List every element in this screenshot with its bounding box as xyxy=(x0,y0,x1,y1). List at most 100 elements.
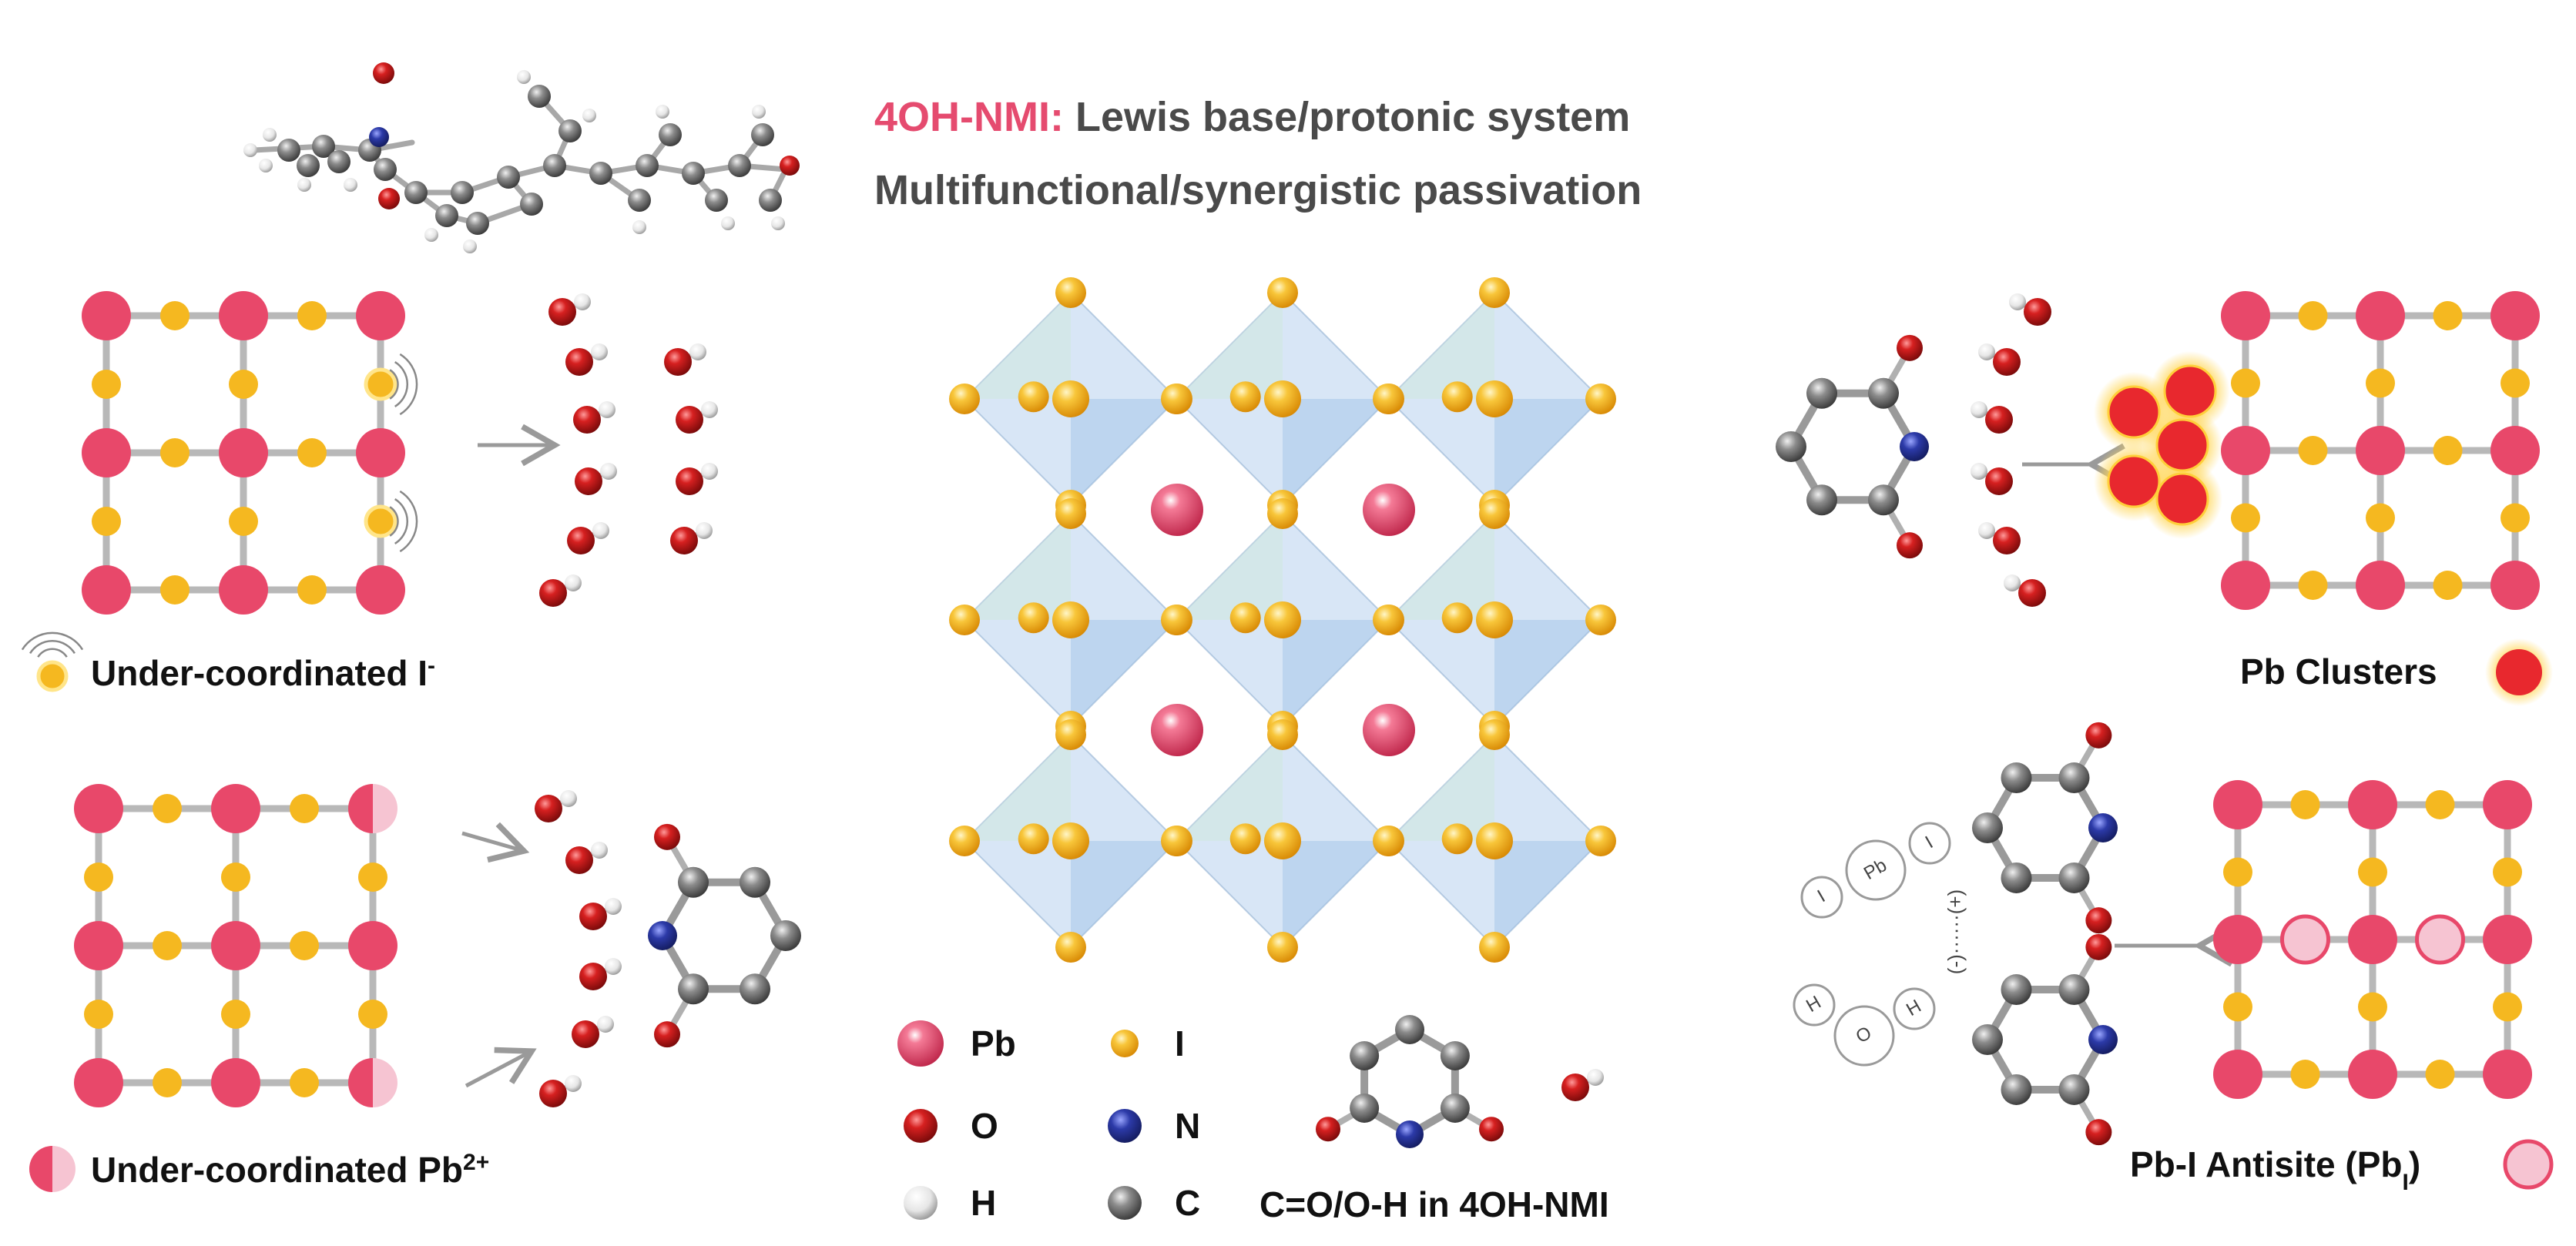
label-under-coordinated-pb: Under-coordinated Pb2+ xyxy=(91,1150,489,1191)
hydrogen-atom xyxy=(565,1075,582,1092)
arrow-lower-left xyxy=(465,1047,537,1088)
iodide-site xyxy=(153,1068,182,1097)
legend-label-i: I xyxy=(1175,1023,1185,1063)
pb-site xyxy=(2213,780,2262,829)
carbon-atom xyxy=(759,189,782,212)
iodide-icon xyxy=(36,660,69,692)
hydrogen-atom xyxy=(597,1016,614,1033)
iodide-atom xyxy=(1585,384,1616,414)
pb-site xyxy=(2221,561,2270,610)
carbon-atom xyxy=(1440,1041,1470,1070)
iodide-site xyxy=(2493,857,2522,887)
carbon-atom xyxy=(770,920,801,951)
antisite-defect xyxy=(2280,914,2330,965)
perovskite-lattice xyxy=(949,277,1616,963)
carbon-atom xyxy=(1868,484,1899,516)
oxygen-atom xyxy=(579,963,607,990)
octahedron-face xyxy=(1494,399,1601,505)
pb-site xyxy=(356,428,405,477)
carbon-atom xyxy=(451,181,474,204)
oxygen-atom xyxy=(664,348,692,376)
label-pb-i-antisite-text: Pb-I Antisite (Pb xyxy=(2130,1144,2403,1184)
oxygen-atom xyxy=(567,527,595,554)
hydroxyl-groups-bottom-left xyxy=(535,790,622,1107)
pb-site xyxy=(211,1058,260,1107)
iodide-atom xyxy=(1229,823,1261,855)
carbon-atom xyxy=(728,154,751,177)
carbon-atom xyxy=(1806,484,1837,516)
oxygen-atom xyxy=(1985,467,2013,495)
pb-cluster-group xyxy=(2094,351,2230,539)
iodide-atom xyxy=(1441,602,1473,634)
iodide-atom xyxy=(1161,384,1192,414)
carbonyl-oxygen xyxy=(2085,907,2112,934)
pb-site xyxy=(2490,426,2540,475)
iodide-site xyxy=(221,862,250,892)
octahedron-face xyxy=(1071,399,1177,505)
iodide-site xyxy=(84,1000,113,1029)
octahedron-center xyxy=(1476,601,1513,638)
hydrogen-atom xyxy=(701,463,718,480)
nitrogen-atom xyxy=(1900,432,1929,461)
octahedron-center xyxy=(1476,380,1513,417)
pb-site xyxy=(2356,561,2405,610)
octahedron-face xyxy=(1071,841,1177,947)
header-title: 4OH-NMI: Lewis base/protonic system xyxy=(874,94,1630,140)
carbonyl-oxygen xyxy=(1897,334,1923,361)
carbon-atom xyxy=(1350,1094,1380,1123)
oxygen-atom xyxy=(373,62,394,84)
carbon-atom xyxy=(374,158,397,181)
iodide-atom xyxy=(1267,932,1298,963)
nmi-ring-top-right xyxy=(1776,334,1929,559)
iodide-atom xyxy=(949,605,980,635)
hydrogen-atom xyxy=(600,463,617,480)
iodide-site xyxy=(221,1000,250,1029)
octahedron-face xyxy=(1176,293,1283,399)
carbonyl-oxygen xyxy=(2085,933,2112,960)
legend-molecule-caption: C=O/O-H in 4OH-NMI xyxy=(1259,1184,1609,1224)
iodide-atom xyxy=(1267,277,1298,308)
iodide-site xyxy=(229,507,258,536)
label-under-coordinated-iodide-text: Under-coordinated I xyxy=(91,653,428,693)
oxygen-atom xyxy=(539,579,567,607)
nitrogen-atom xyxy=(369,127,389,147)
carbon-atom xyxy=(2058,974,2090,1006)
pb-site xyxy=(219,291,268,340)
octahedron-face xyxy=(1388,293,1494,399)
oxygen-atom xyxy=(1993,348,2021,376)
nitrogen-atom xyxy=(2088,813,2118,842)
label-under-coordinated-iodide-sup: - xyxy=(428,653,435,678)
hydrogen-atom xyxy=(463,239,477,253)
carbon-atom xyxy=(1350,1041,1380,1070)
legend-swatch-pb xyxy=(897,1020,944,1067)
pb-cluster-legend-icon xyxy=(2485,638,2553,706)
iodide-site xyxy=(2290,1060,2320,1089)
iodide-atom xyxy=(1055,719,1086,750)
hydrogen-atom xyxy=(574,293,591,310)
iodide-site xyxy=(2433,301,2463,330)
hydrogen-atom xyxy=(263,128,277,142)
iodide-site xyxy=(153,794,182,823)
iodide-site xyxy=(297,575,327,605)
carbon-atom xyxy=(740,866,770,898)
hydrogen-atom xyxy=(656,105,669,119)
octahedron-center xyxy=(1052,822,1089,859)
octahedron-face xyxy=(1388,514,1494,620)
dangling-bond-arc xyxy=(37,648,68,658)
pb-site xyxy=(2221,426,2270,475)
pb-site xyxy=(74,1058,123,1107)
iodide-atom xyxy=(1018,602,1049,634)
iodide-atom xyxy=(1267,498,1298,529)
iodide-atom xyxy=(1441,381,1473,413)
carbon-atom xyxy=(678,973,709,1005)
legend-label-pb: Pb xyxy=(971,1023,1016,1063)
dangling-bond-arc xyxy=(394,498,408,544)
iodide-site xyxy=(2298,571,2328,600)
hydrogen-atom xyxy=(696,522,713,539)
carbon-atom xyxy=(636,154,659,177)
octahedron-face xyxy=(1494,841,1601,947)
iodide-site xyxy=(153,931,182,960)
